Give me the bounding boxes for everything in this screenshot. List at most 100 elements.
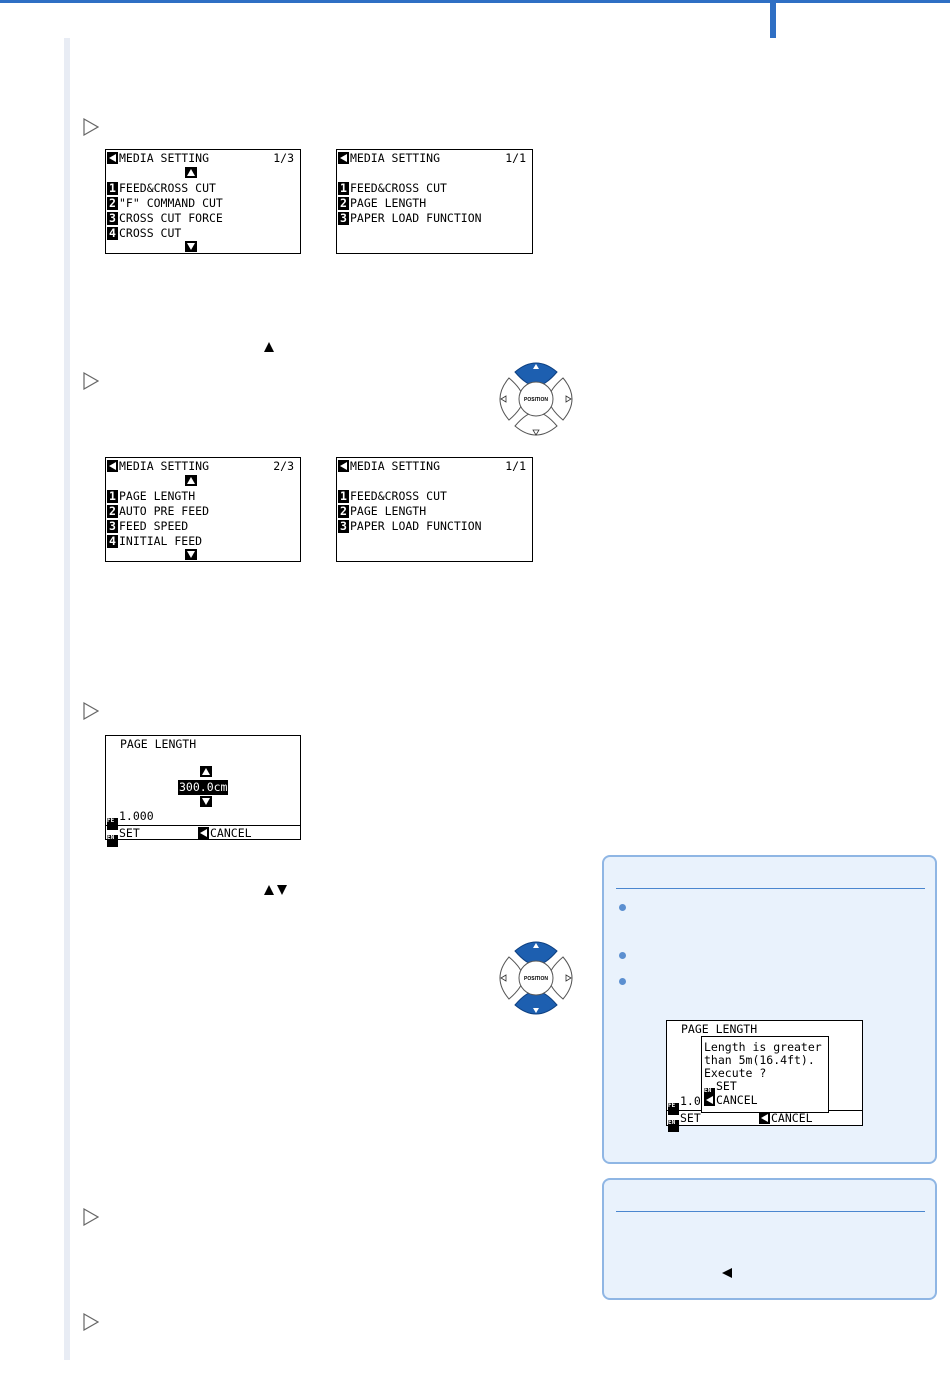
- position-key-icon: POSITION: [499, 362, 573, 436]
- bullet-icon: [619, 952, 626, 959]
- page-length-value[interactable]: 300.0cm: [178, 780, 229, 795]
- menu-label: PAGE LENGTH: [350, 196, 427, 210]
- menu-label: "F" COMMAND CUT: [119, 196, 223, 210]
- lcd-page-number: 1/1: [505, 459, 526, 473]
- warning-line-2: than 5m(16.4ft).: [704, 1053, 815, 1067]
- lcd-title: PAGE LENGTH: [120, 737, 197, 751]
- enter-icon: EN TR: [107, 835, 125, 847]
- menu-label: FEED&CROSS CUT: [350, 489, 447, 503]
- up-arrow-icon: [264, 342, 274, 352]
- down-arrow-icon: [277, 885, 287, 895]
- lcd-title: MEDIA SETTING: [350, 459, 441, 473]
- lcd-title-row: MEDIA SETTING: [338, 459, 440, 474]
- enter-icon: EN TR: [668, 1120, 686, 1132]
- back-icon: [338, 152, 349, 164]
- scroll-down-icon: [185, 241, 197, 252]
- decrease-icon: [200, 796, 212, 807]
- left-arrow-icon: [722, 1268, 732, 1278]
- warning-line-3: Execute ?: [704, 1066, 767, 1080]
- cancel-label: CANCEL: [771, 1111, 813, 1125]
- menu-number: 2: [338, 197, 349, 210]
- menu-number: 2: [107, 197, 118, 210]
- menu-label: FEED SPEED: [119, 519, 189, 533]
- lcd-title-row: MEDIA SETTING: [107, 459, 209, 474]
- warning-line-1: Length is greater: [704, 1040, 822, 1054]
- set-key[interactable]: EN TRSET: [668, 1111, 701, 1132]
- menu-number: 1: [338, 490, 349, 503]
- scroll-up-icon: [185, 475, 197, 486]
- menu-label: INITIAL FEED: [119, 534, 203, 548]
- svg-text:POSITION: POSITION: [524, 976, 548, 982]
- menu-item-2[interactable]: 2"F" COMMAND CUT: [107, 196, 223, 211]
- lcd-title: MEDIA SETTING: [119, 459, 210, 473]
- set-key[interactable]: EN TRSET: [107, 826, 140, 847]
- menu-label: PAPER LOAD FUNCTION: [350, 519, 482, 533]
- cancel-key[interactable]: CANCEL: [759, 1111, 813, 1126]
- menu-number: 1: [107, 490, 118, 503]
- dialog-cancel-key[interactable]: CANCEL: [704, 1093, 758, 1108]
- menu-label: CROSS CUT: [119, 226, 182, 240]
- menu-label: FEED&CROSS CUT: [350, 181, 447, 195]
- lcd-title: MEDIA SETTING: [350, 151, 441, 165]
- cancel-key[interactable]: CANCEL: [198, 826, 252, 841]
- footer-divider: [106, 825, 300, 826]
- step-triangle-icon: [83, 702, 99, 720]
- set-label: SET: [119, 826, 140, 840]
- menu-label: PAGE LENGTH: [119, 489, 196, 503]
- lcd-screen-page-length: PAGE LENGTH 300.0cm FE ST1.000 EN TRSET …: [105, 735, 301, 847]
- back-icon: [704, 1094, 715, 1106]
- bullet-icon: [619, 978, 626, 985]
- increase-icon: [200, 766, 212, 777]
- menu-number: 2: [338, 505, 349, 518]
- header-rule-tab: [730, 0, 950, 3]
- menu-number: 4: [107, 227, 118, 240]
- lcd-page-number: 1/1: [505, 151, 526, 165]
- menu-number: 3: [338, 520, 349, 533]
- step-triangle-icon: [83, 1313, 99, 1331]
- lcd-page-number: 2/3: [273, 459, 294, 473]
- back-icon: [107, 152, 118, 164]
- menu-number: 1: [107, 182, 118, 195]
- menu-number: 4: [107, 535, 118, 548]
- menu-number: 1: [338, 182, 349, 195]
- set-label: SET: [680, 1111, 701, 1125]
- scroll-up-icon: [185, 167, 197, 178]
- menu-label: FEED&CROSS CUT: [119, 181, 216, 195]
- svg-text:POSITION: POSITION: [524, 397, 548, 403]
- back-icon: [338, 460, 349, 472]
- step-triangle-icon: [83, 372, 99, 390]
- lcd-title-row: MEDIA SETTING: [107, 151, 209, 166]
- lcd-title: PAGE LENGTH: [681, 1022, 758, 1036]
- chapter-tab-marker: [770, 0, 776, 38]
- warning-dialog: Length is greater than 5m(16.4ft). Execu…: [701, 1036, 829, 1113]
- lcd-page-number: 1/3: [273, 151, 294, 165]
- factor-value: 1.0: [680, 1094, 701, 1108]
- lcd-title: MEDIA SETTING: [119, 151, 210, 165]
- up-arrow-icon: [264, 885, 274, 895]
- dialog-cancel-label: CANCEL: [716, 1093, 758, 1107]
- scroll-down-icon: [185, 549, 197, 560]
- back-icon: [107, 460, 118, 472]
- lcd-title-row: MEDIA SETTING: [338, 151, 440, 166]
- back-icon: [198, 827, 209, 839]
- menu-label: CROSS CUT FORCE: [119, 211, 223, 225]
- step-triangle-icon: [83, 118, 99, 136]
- position-key-icon: POSITION: [499, 941, 573, 1015]
- header-rule-line: [0, 0, 730, 3]
